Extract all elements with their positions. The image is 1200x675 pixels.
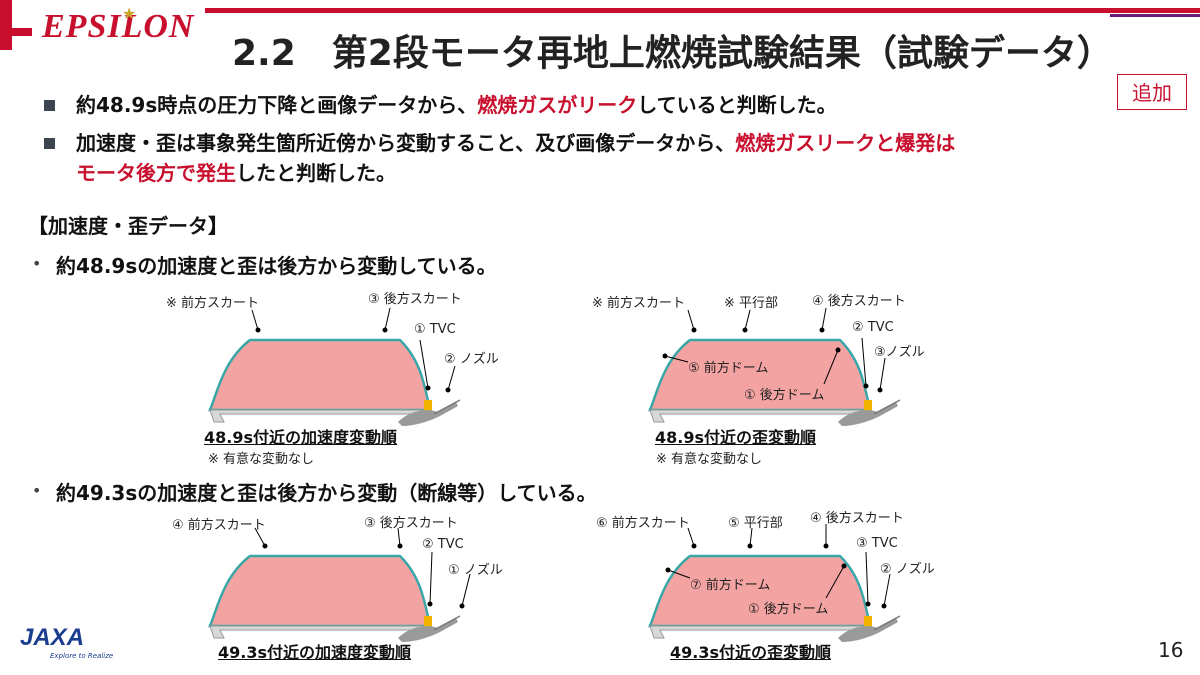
bullet-2-line-2: モータ後方で発生したと判断した。 [76, 158, 396, 188]
header-accent-stub [12, 28, 32, 36]
d4-label-parallel: ⑤ 平行部 [728, 516, 783, 531]
d2-note: ※ 有意な変動なし [656, 452, 763, 467]
d4-label-tvc: ③ TVC [856, 536, 898, 551]
jaxa-logo: JAXA [20, 624, 85, 651]
epsilon-logo: EPSILON [42, 8, 195, 45]
sub-bullet-dot: • [32, 254, 42, 273]
added-badge: 追加 [1117, 74, 1187, 110]
d2-label-parallel: ※ 平行部 [724, 296, 779, 311]
diagram-2-motor [648, 338, 902, 428]
bullet-1-text-a: 約48.9s時点の圧力下降と画像データから、 [76, 93, 478, 117]
bullet-1-text-b: していると判断した。 [637, 93, 837, 117]
page-title: 2.2 第2段モータ再地上燃焼試験結果（試験データ） [232, 33, 1113, 74]
bullet-2-text-b: したと判断した。 [236, 161, 396, 185]
d1-label-tvc: ① TVC [414, 322, 456, 337]
d2-label-tvc: ② TVC [852, 320, 894, 335]
d1-label-aft-skirt: ③ 後方スカート [368, 292, 462, 307]
d3-caption: 49.3s付近の加速度変動順 [218, 643, 412, 662]
diagram-3-motor [208, 554, 462, 644]
d1-label-nozzle: ② ノズル [444, 352, 499, 367]
d1-label-forward-skirt: ※ 前方スカート [166, 296, 260, 311]
jaxa-tagline: Explore to Realize [50, 652, 114, 660]
header-rule-accent [1110, 14, 1200, 17]
header-rule [205, 8, 1200, 13]
d4-label-aft-dome: ① 後方ドーム [748, 602, 829, 617]
header-accent-bar [0, 0, 12, 50]
section-heading: 【加速度・歪データ】 [28, 214, 228, 238]
d4-label-forward-dome: ⑦ 前方ドーム [690, 578, 771, 593]
d2-label-forward-dome: ⑤ 前方ドーム [688, 361, 769, 376]
d4-label-forward-skirt: ⑥ 前方スカート [596, 516, 690, 531]
bullet-1: 約48.9s時点の圧力下降と画像データから、燃焼ガスがリークしていると判断した。 [76, 90, 837, 120]
logo-star-icon: ★ [122, 4, 137, 23]
bullet-square-icon [44, 138, 55, 149]
d3-label-nozzle: ① ノズル [448, 563, 503, 578]
bullet-1-highlight: 燃焼ガスがリーク [477, 93, 638, 117]
d1-caption: 48.9s付近の加速度変動順 [204, 428, 398, 447]
sub-bullet-2: 約49.3sの加速度と歪は後方から変動（断線等）している。 [56, 481, 597, 505]
d3-label-aft-skirt: ③ 後方スカート [364, 516, 458, 531]
d4-label-aft-skirt: ④ 後方スカート [810, 511, 904, 526]
d2-label-aft-skirt: ④ 後方スカート [812, 294, 906, 309]
d4-caption: 49.3s付近の歪変動順 [670, 643, 832, 662]
d2-label-aft-dome: ① 後方ドーム [744, 388, 825, 403]
bullet-square-icon [44, 100, 55, 111]
bullet-2-text-a: 加速度・歪は事象発生箇所近傍から変動すること、及び画像データから、 [76, 131, 736, 155]
sub-bullet-dot: • [32, 481, 42, 500]
d1-note: ※ 有意な変動なし [208, 452, 315, 467]
bullet-2-highlight-b: モータ後方で発生 [76, 161, 236, 185]
page-number: 16 [1158, 638, 1184, 662]
bullet-2-line-1: 加速度・歪は事象発生箇所近傍から変動すること、及び画像データから、燃焼ガスリーク… [76, 128, 955, 158]
bullet-2-highlight-a: 燃焼ガスリークと爆発は [735, 131, 956, 155]
sub-bullet-1: 約48.9sの加速度と歪は後方から変動している。 [56, 254, 497, 278]
d2-caption: 48.9s付近の歪変動順 [655, 428, 817, 447]
d3-label-forward-skirt: ④ 前方スカート [172, 518, 266, 533]
d4-label-nozzle: ② ノズル [880, 562, 935, 577]
d2-label-nozzle: ③ノズル [874, 345, 925, 360]
d3-label-tvc: ② TVC [422, 537, 464, 552]
d2-label-forward-skirt: ※ 前方スカート [592, 296, 686, 311]
